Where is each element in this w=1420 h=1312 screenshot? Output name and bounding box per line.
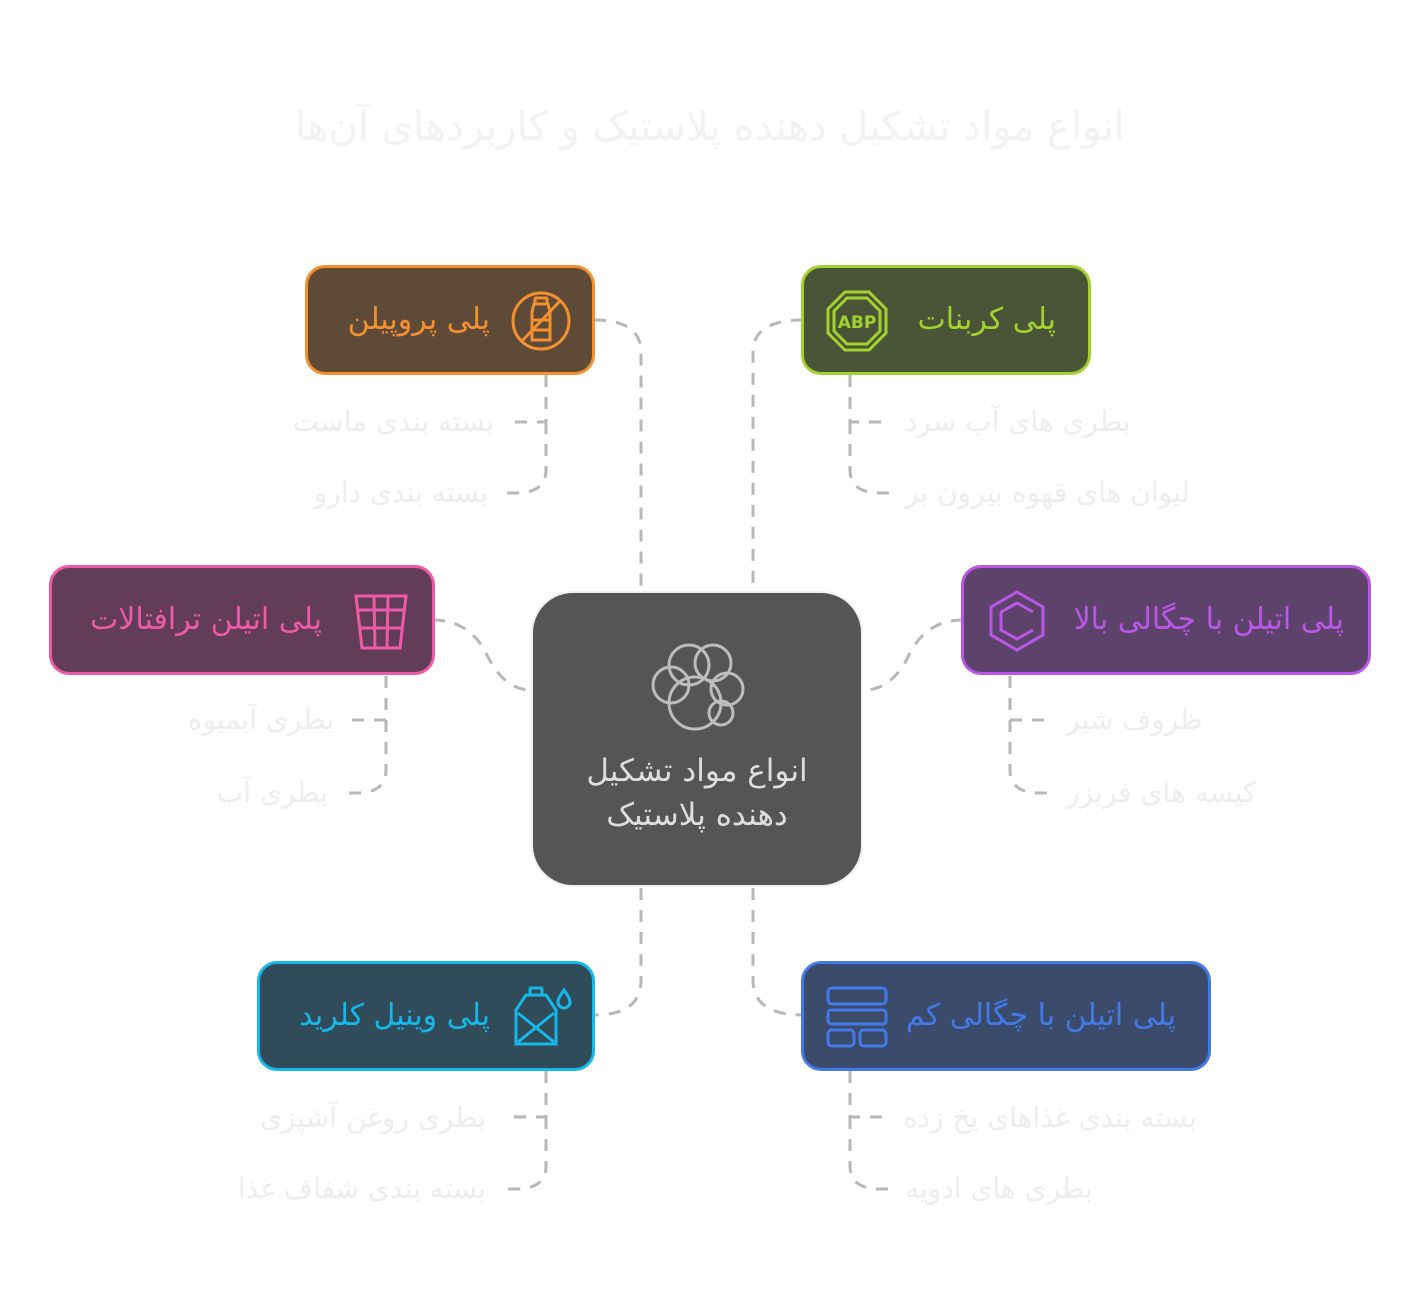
abp-octagon-icon: ABP [826,290,888,352]
node-ldpe[interactable]: پلی اتیلن با چگالی کم [801,961,1211,1071]
connector-pvc [593,888,643,1017]
leaf-pvc-1: بطری روغن آشپزی [260,1101,486,1134]
node-pvc[interactable]: پلی وینیل کلرید [257,961,595,1071]
connector-polypropylene [593,318,643,592]
leaf-ldpe-1: بسته بندی غذاهای یخ زده [903,1101,1197,1134]
leaf-connector-pc-1 [848,375,888,424]
node-polycarbonate[interactable]: ABP پلی کربنات [801,265,1091,375]
center-label-line-2: دهنده پلاستیک [606,797,788,833]
center-label-line-1: انواع مواد تشکیل [586,753,808,789]
node-label-ldpe: پلی اتیلن با چگالی کم [905,998,1176,1033]
node-pet[interactable]: پلی اتیلن ترافتالات [49,565,435,675]
node-polypropylene[interactable]: پلی پروپیلن [305,265,595,375]
leaf-pet-2: بطری آب [216,776,328,809]
leaf-pp-1: بسته بندی ماست [292,405,494,438]
connector-hdpe [863,618,964,692]
leaf-connector-pp-1 [508,375,548,424]
leaf-connector-ldpe-1 [848,1071,888,1119]
leaf-connector-ldpe-2 [848,1117,890,1191]
connector-pet [432,618,532,692]
leaf-connector-pvc-2 [506,1117,548,1191]
node-label-pet: پلی اتیلن ترافتالات [90,602,322,637]
canister-drop-icon [514,986,572,1046]
node-label-hdpe: پلی اتیلن با چگالی بالا [1073,602,1344,637]
leaf-pc-2: لیوان های قهوه بیرون بر [905,476,1191,509]
leaf-connector-hdpe-1 [1008,676,1048,722]
leaf-connector-pc-2 [848,422,890,495]
hexagon-c-icon [989,590,1045,652]
leaf-ldpe-2: بطری های ادویه [905,1172,1093,1205]
leaf-connector-hdpe-2 [1008,720,1050,795]
leaf-pc-1: بطری های آب سرد [905,405,1131,438]
connector-ldpe [751,888,804,1017]
connector-polycarbonate [751,318,804,592]
node-label-pvc: پلی وینیل کلرید [299,998,490,1033]
leaf-pp-2: بسته بندی دارو [313,476,488,509]
page-title: انواع مواد تشکیل دهنده پلاستیک و کاربرده… [295,104,1125,150]
node-label-polycarbonate: پلی کربنات [917,302,1056,337]
node-hdpe[interactable]: پلی اتیلن با چگالی بالا [961,565,1371,675]
center-label: انواع مواد تشکیل دهنده پلاستیک [553,749,841,837]
leaf-pvc-2: بسته بندی شفاف غذا [237,1172,486,1205]
cloud-cluster-icon [651,643,745,731]
leaf-connector-pet-1 [348,676,388,722]
cup-icon [354,594,408,650]
svg-text:ABP: ABP [838,313,877,333]
center-node[interactable]: انواع مواد تشکیل دهنده پلاستیک [531,591,863,887]
no-bottle-icon [511,291,571,351]
leaf-connector-pp-2 [506,422,548,495]
leaf-connector-pet-2 [346,720,388,795]
leaf-connector-pvc-1 [508,1071,548,1119]
node-label-polypropylene: پلی پروپیلن [347,302,490,337]
leaf-hdpe-1: ظروف شیر [1066,703,1203,736]
leaf-pet-1: بطری آبمیوه [187,703,334,736]
layout-blocks-icon [826,986,888,1048]
leaf-hdpe-2: کیسه های فریزر [1066,776,1257,809]
